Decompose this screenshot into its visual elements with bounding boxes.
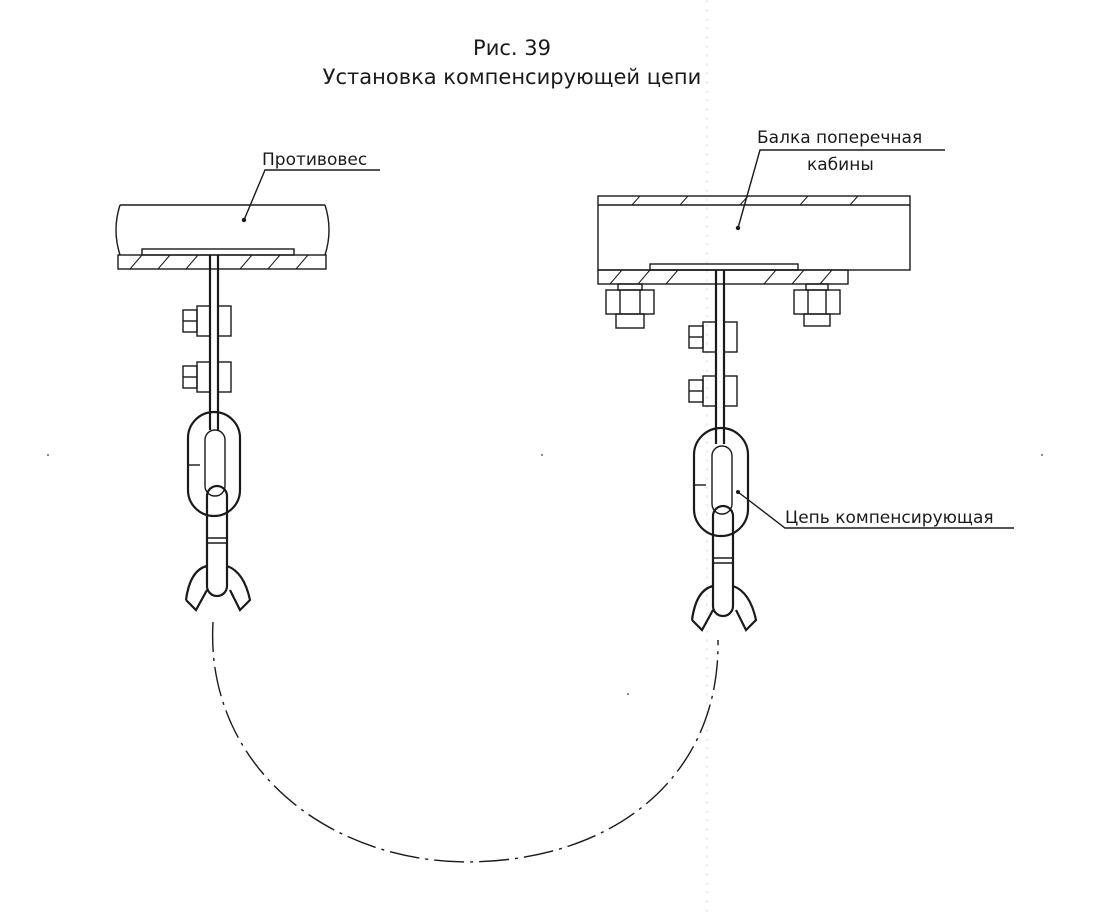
counterweight-bolt-1 bbox=[182, 305, 232, 337]
cabin-beam-bracket bbox=[714, 270, 726, 444]
counterweight-angle-flange bbox=[141, 248, 295, 256]
cabin-beam-nut-right bbox=[793, 283, 841, 327]
construction-mark bbox=[1041, 454, 1043, 456]
counterweight-leader bbox=[243, 169, 380, 221]
counterweight-plate-hatch bbox=[129, 254, 309, 270]
construction-mark bbox=[627, 693, 629, 695]
cabin-beam-bolt-2 bbox=[688, 375, 738, 407]
counterweight-plate bbox=[117, 254, 327, 270]
counterweight-bracket bbox=[208, 255, 220, 430]
counterweight-body bbox=[115, 204, 330, 256]
cabin-beam-assembly: Балка поперечная кабины Цепь компенсирую… bbox=[597, 128, 1014, 632]
counterweight-chain bbox=[184, 410, 252, 612]
cabin-beam-label-line1: Балка поперечная bbox=[757, 128, 922, 148]
counterweight-assembly: Противовес bbox=[115, 150, 380, 612]
figure-caption: Установка компенсирующей цепи bbox=[323, 65, 702, 89]
cabin-beam-bolt-1 bbox=[688, 321, 738, 353]
chain-loop-centerline bbox=[211, 621, 719, 863]
cabin-beam-plate-hatch bbox=[609, 269, 833, 285]
chain-label: Цепь компенсирующая bbox=[785, 508, 994, 528]
cabin-beam-angle-flange bbox=[649, 263, 799, 271]
construction-mark bbox=[47, 454, 49, 456]
cabin-beam-label-line2: кабины bbox=[807, 155, 874, 175]
cabin-beam-chain bbox=[690, 426, 758, 632]
counterweight-bolt-2 bbox=[182, 361, 232, 393]
construction-mark bbox=[541, 454, 543, 456]
cabin-beam-leader bbox=[737, 149, 945, 229]
chain-leader bbox=[737, 491, 1014, 529]
counterweight-label: Противовес bbox=[262, 150, 367, 170]
cabin-beam-nut-left bbox=[605, 283, 655, 329]
cabin-beam-body bbox=[597, 195, 911, 271]
figure-number: Рис. 39 bbox=[473, 36, 551, 60]
